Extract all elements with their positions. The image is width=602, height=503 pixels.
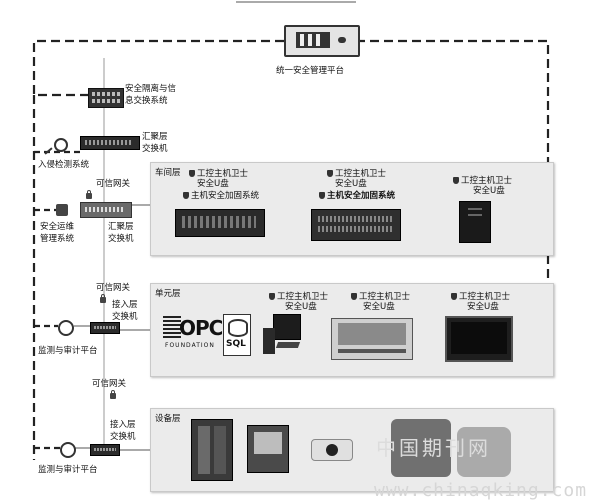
aggregation-bottom-label-1: 汇聚层 bbox=[108, 222, 134, 232]
device-valves bbox=[457, 427, 511, 477]
workshop-usb-3: 安全U盘 bbox=[473, 186, 505, 196]
device-layer-zone: 设备层 bbox=[150, 408, 554, 492]
unit-usb-3: 安全U盘 bbox=[467, 302, 499, 312]
workshop-usb-1: 安全U盘 bbox=[197, 179, 229, 189]
unit-layer-title: 单元层 bbox=[155, 289, 181, 299]
workshop-host-guard-1: 工控主机卫士 bbox=[197, 169, 249, 179]
workshop-layer-zone: 车间层 工控主机卫士 安全U盘 主机安全加固系统 工控主机卫士 安全U盘 主机安… bbox=[150, 162, 554, 256]
access-top-label-1: 接入层 bbox=[112, 300, 138, 310]
shield-icon bbox=[327, 170, 333, 177]
magnifier-icon bbox=[54, 138, 68, 152]
trusted-gateway-2-label: 可信网关 bbox=[92, 379, 127, 389]
ops-label-2: 管理系统 bbox=[40, 234, 75, 244]
isolation-device bbox=[88, 88, 124, 108]
shield-icon bbox=[451, 293, 457, 300]
device-sensor bbox=[311, 439, 353, 461]
aggregation-top-label-1: 汇聚层 bbox=[142, 132, 168, 142]
device-actuators bbox=[391, 419, 451, 477]
workshop-server-1 bbox=[175, 209, 265, 237]
shield-icon bbox=[351, 293, 357, 300]
management-platform-label: 统一安全管理平台 bbox=[276, 66, 345, 76]
shield-icon bbox=[189, 170, 195, 177]
workshop-host-guard-3: 工控主机卫士 bbox=[461, 176, 513, 186]
sql-text: SQL bbox=[226, 339, 246, 349]
lock-icon bbox=[100, 294, 107, 303]
aggregation-top-label-2: 交换机 bbox=[142, 144, 168, 154]
monitor-top-label: 监测与审计平台 bbox=[38, 346, 98, 356]
opc-foundation-text: FOUNDATION bbox=[165, 342, 215, 349]
unit-host-guard-2: 工控主机卫士 bbox=[359, 292, 411, 302]
access-top-label-2: 交换机 bbox=[112, 312, 138, 322]
unit-industrial-computer bbox=[331, 318, 413, 360]
ops-tool-icon bbox=[56, 204, 68, 216]
shield-icon bbox=[319, 192, 325, 199]
trusted-gateway-label-unit: 可信网关 bbox=[96, 283, 131, 293]
unit-desktop-pc bbox=[263, 314, 303, 354]
isolation-label-1: 安全隔离与信 bbox=[125, 84, 177, 94]
intrusion-label: 入侵检测系统 bbox=[38, 160, 90, 170]
watermark-url: www.chinaqking.com bbox=[374, 480, 588, 501]
unit-host-guard-3: 工控主机卫士 bbox=[459, 292, 511, 302]
workshop-host-guard-2: 工控主机卫士 bbox=[335, 169, 387, 179]
unit-host-guard-1: 工控主机卫士 bbox=[277, 292, 329, 302]
workshop-server-2 bbox=[311, 209, 401, 241]
shield-icon bbox=[453, 177, 459, 184]
access-bottom-label-1: 接入层 bbox=[110, 420, 136, 430]
unit-usb-1: 安全U盘 bbox=[285, 302, 317, 312]
watermark-cn: 中国期刊网 bbox=[376, 436, 491, 460]
monitor-gauge-icon bbox=[60, 442, 76, 458]
workshop-tower-pc bbox=[459, 201, 491, 243]
monitor-gauge-icon bbox=[58, 320, 74, 336]
aggregation-bottom-label-2: 交换机 bbox=[108, 234, 134, 244]
shield-icon bbox=[269, 293, 275, 300]
opc-logo: OPC FOUNDATION bbox=[163, 316, 223, 356]
device-layer-title: 设备层 bbox=[155, 414, 181, 424]
lock-icon bbox=[86, 190, 92, 199]
device-meter bbox=[247, 425, 289, 473]
access-switch-bottom bbox=[90, 444, 120, 456]
aggregation-switch-bottom bbox=[80, 202, 132, 218]
unit-layer-zone: 单元层 OPC FOUNDATION SQL 工控主机卫士 安全U盘 工控主机卫… bbox=[150, 283, 554, 377]
ops-label-1: 安全运维 bbox=[40, 222, 75, 232]
isolation-label-2: 息交换系统 bbox=[125, 96, 168, 106]
management-platform-server bbox=[284, 25, 360, 57]
workshop-hardening-2: 主机安全加固系统 bbox=[327, 191, 396, 201]
opc-text: OPC bbox=[179, 316, 223, 340]
trusted-gateway-label: 可信网关 bbox=[96, 179, 131, 189]
workshop-usb-2: 安全U盘 bbox=[335, 179, 367, 189]
server-slot-icon bbox=[296, 32, 330, 48]
sql-database-icon: SQL bbox=[223, 314, 251, 356]
access-bottom-label-2: 交换机 bbox=[110, 432, 136, 442]
workshop-layer-title: 车间层 bbox=[155, 168, 181, 178]
workshop-hardening-1: 主机安全加固系统 bbox=[191, 191, 260, 201]
unit-panel-pc bbox=[445, 316, 513, 362]
access-switch-top bbox=[90, 322, 120, 334]
lock-icon bbox=[110, 390, 117, 399]
device-plc bbox=[191, 419, 233, 481]
aggregation-switch-top bbox=[80, 136, 140, 150]
monitor-bottom-label: 监测与审计平台 bbox=[38, 465, 98, 475]
unit-usb-2: 安全U盘 bbox=[363, 302, 395, 312]
shield-icon bbox=[183, 192, 189, 199]
